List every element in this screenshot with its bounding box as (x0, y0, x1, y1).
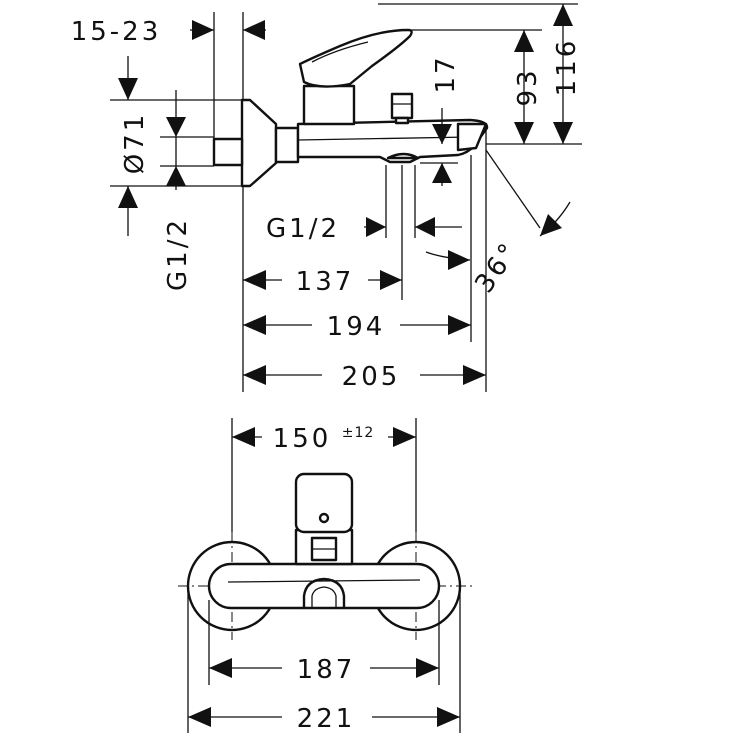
diverter-knob (390, 92, 414, 120)
front-handle (294, 472, 354, 534)
inlet-connector (212, 137, 244, 167)
dim-150-tolerance: ±12 (342, 425, 375, 441)
front-body (207, 562, 441, 610)
dim-thread-left: G1/2 (163, 217, 193, 291)
front-view: 150 ±12 187 221 (178, 418, 472, 734)
dim-116: 116 (552, 38, 582, 97)
dim-137: 137 (296, 267, 355, 297)
body-nut (274, 126, 300, 164)
dim-thread-bottom: G1/2 (266, 214, 340, 244)
dim-150: 150 (273, 424, 332, 454)
front-aerator (302, 577, 346, 610)
cartridge-column (302, 84, 356, 126)
wall-rosette (240, 98, 278, 188)
dim-187: 187 (297, 655, 356, 685)
spout-outlet (456, 122, 488, 152)
side-view: 15-23 Ø71 G1/2 G1/2 17 93 116 (71, 3, 582, 392)
dim-205: 205 (342, 362, 401, 392)
dim-inlet-offset: 15-23 (71, 17, 162, 47)
dim-194: 194 (327, 312, 386, 342)
dim-angle: 36° (469, 236, 525, 298)
dim-17: 17 (431, 54, 461, 93)
dim-93: 93 (513, 67, 543, 106)
aerator (386, 152, 420, 160)
dim-diameter: Ø71 (120, 112, 150, 175)
dim-221: 221 (297, 704, 356, 734)
lever-handle (298, 28, 413, 88)
